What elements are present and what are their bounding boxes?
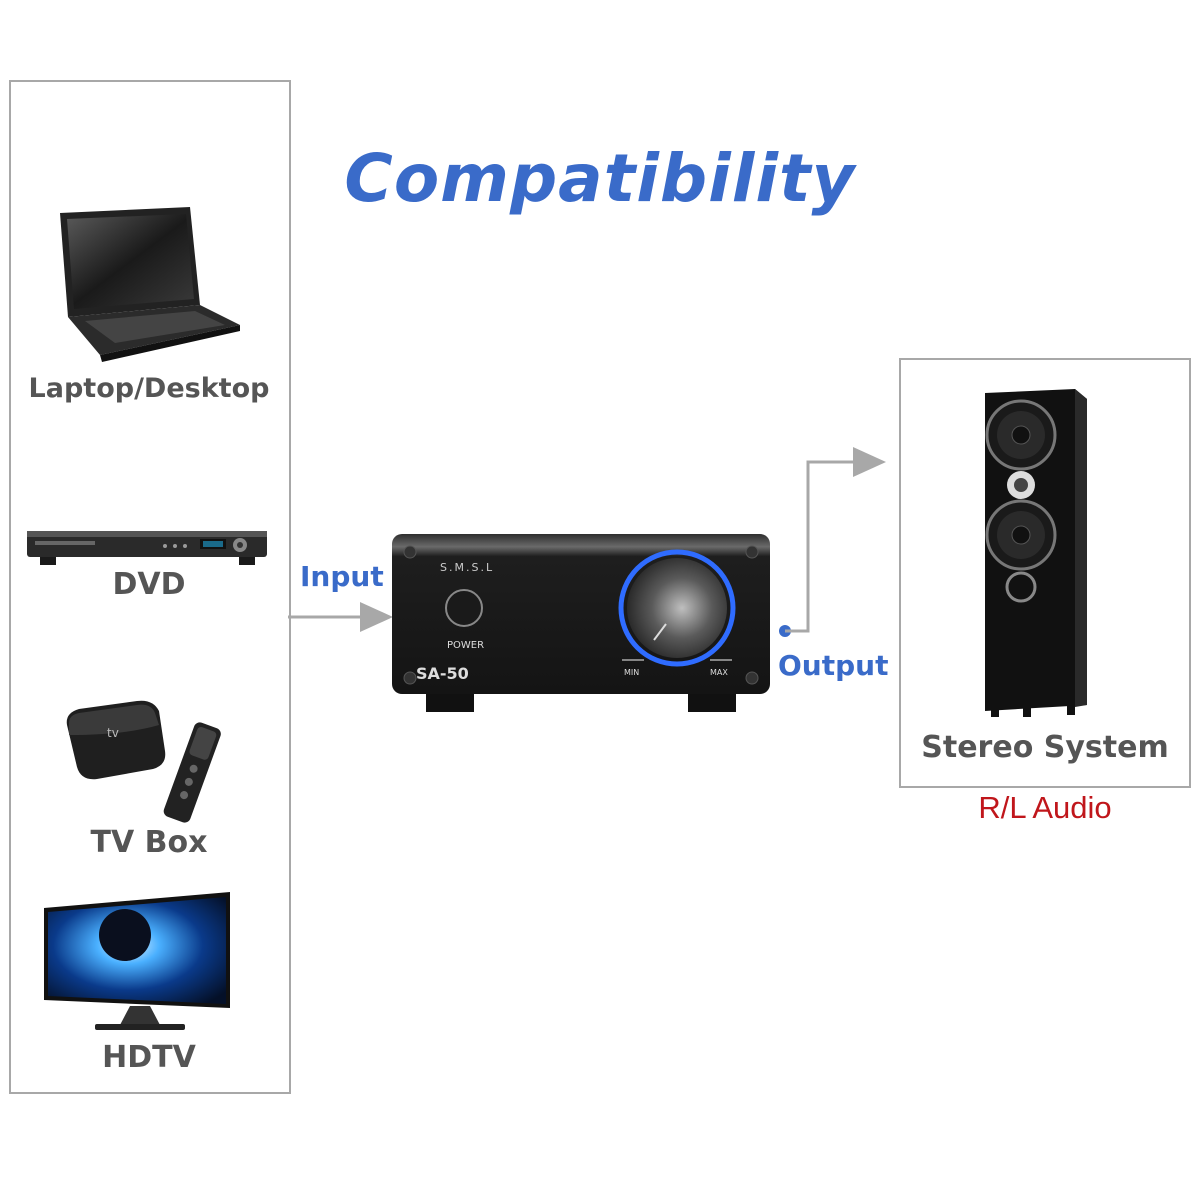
source-label-tv-box: TV Box (90, 825, 208, 860)
amplifier-model: SA-50 (416, 664, 469, 683)
amplifier-brand: S.M.S.L (440, 561, 495, 574)
amplifier: S.M.S.L POWER SA-50 MIN MAX (392, 528, 770, 718)
source-label-laptop: Laptop/Desktop (28, 373, 270, 404)
output-sublabel-rl-audio: R/L Audio (978, 790, 1112, 825)
knob-max-label: MAX (710, 668, 728, 677)
source-label-hdtv: HDTV (102, 1040, 196, 1075)
tv-box-icon: tv (55, 695, 235, 830)
input-label: Input (300, 560, 384, 593)
power-label: POWER (447, 640, 485, 651)
laptop-icon (40, 205, 245, 365)
svg-text:tv: tv (107, 726, 119, 740)
speaker-icon (975, 385, 1095, 720)
source-devices-panel (9, 80, 291, 1094)
output-device-panel (899, 358, 1191, 788)
output-arrow (785, 447, 886, 633)
hdtv-icon (40, 890, 240, 1040)
source-label-dvd: DVD (112, 567, 186, 602)
knob-min-label: MIN (624, 668, 640, 677)
page-title: Compatibility (344, 140, 856, 217)
output-label-stereo-system: Stereo System (921, 730, 1169, 765)
output-label: Output (778, 649, 889, 682)
dvd-player-icon (25, 525, 270, 570)
